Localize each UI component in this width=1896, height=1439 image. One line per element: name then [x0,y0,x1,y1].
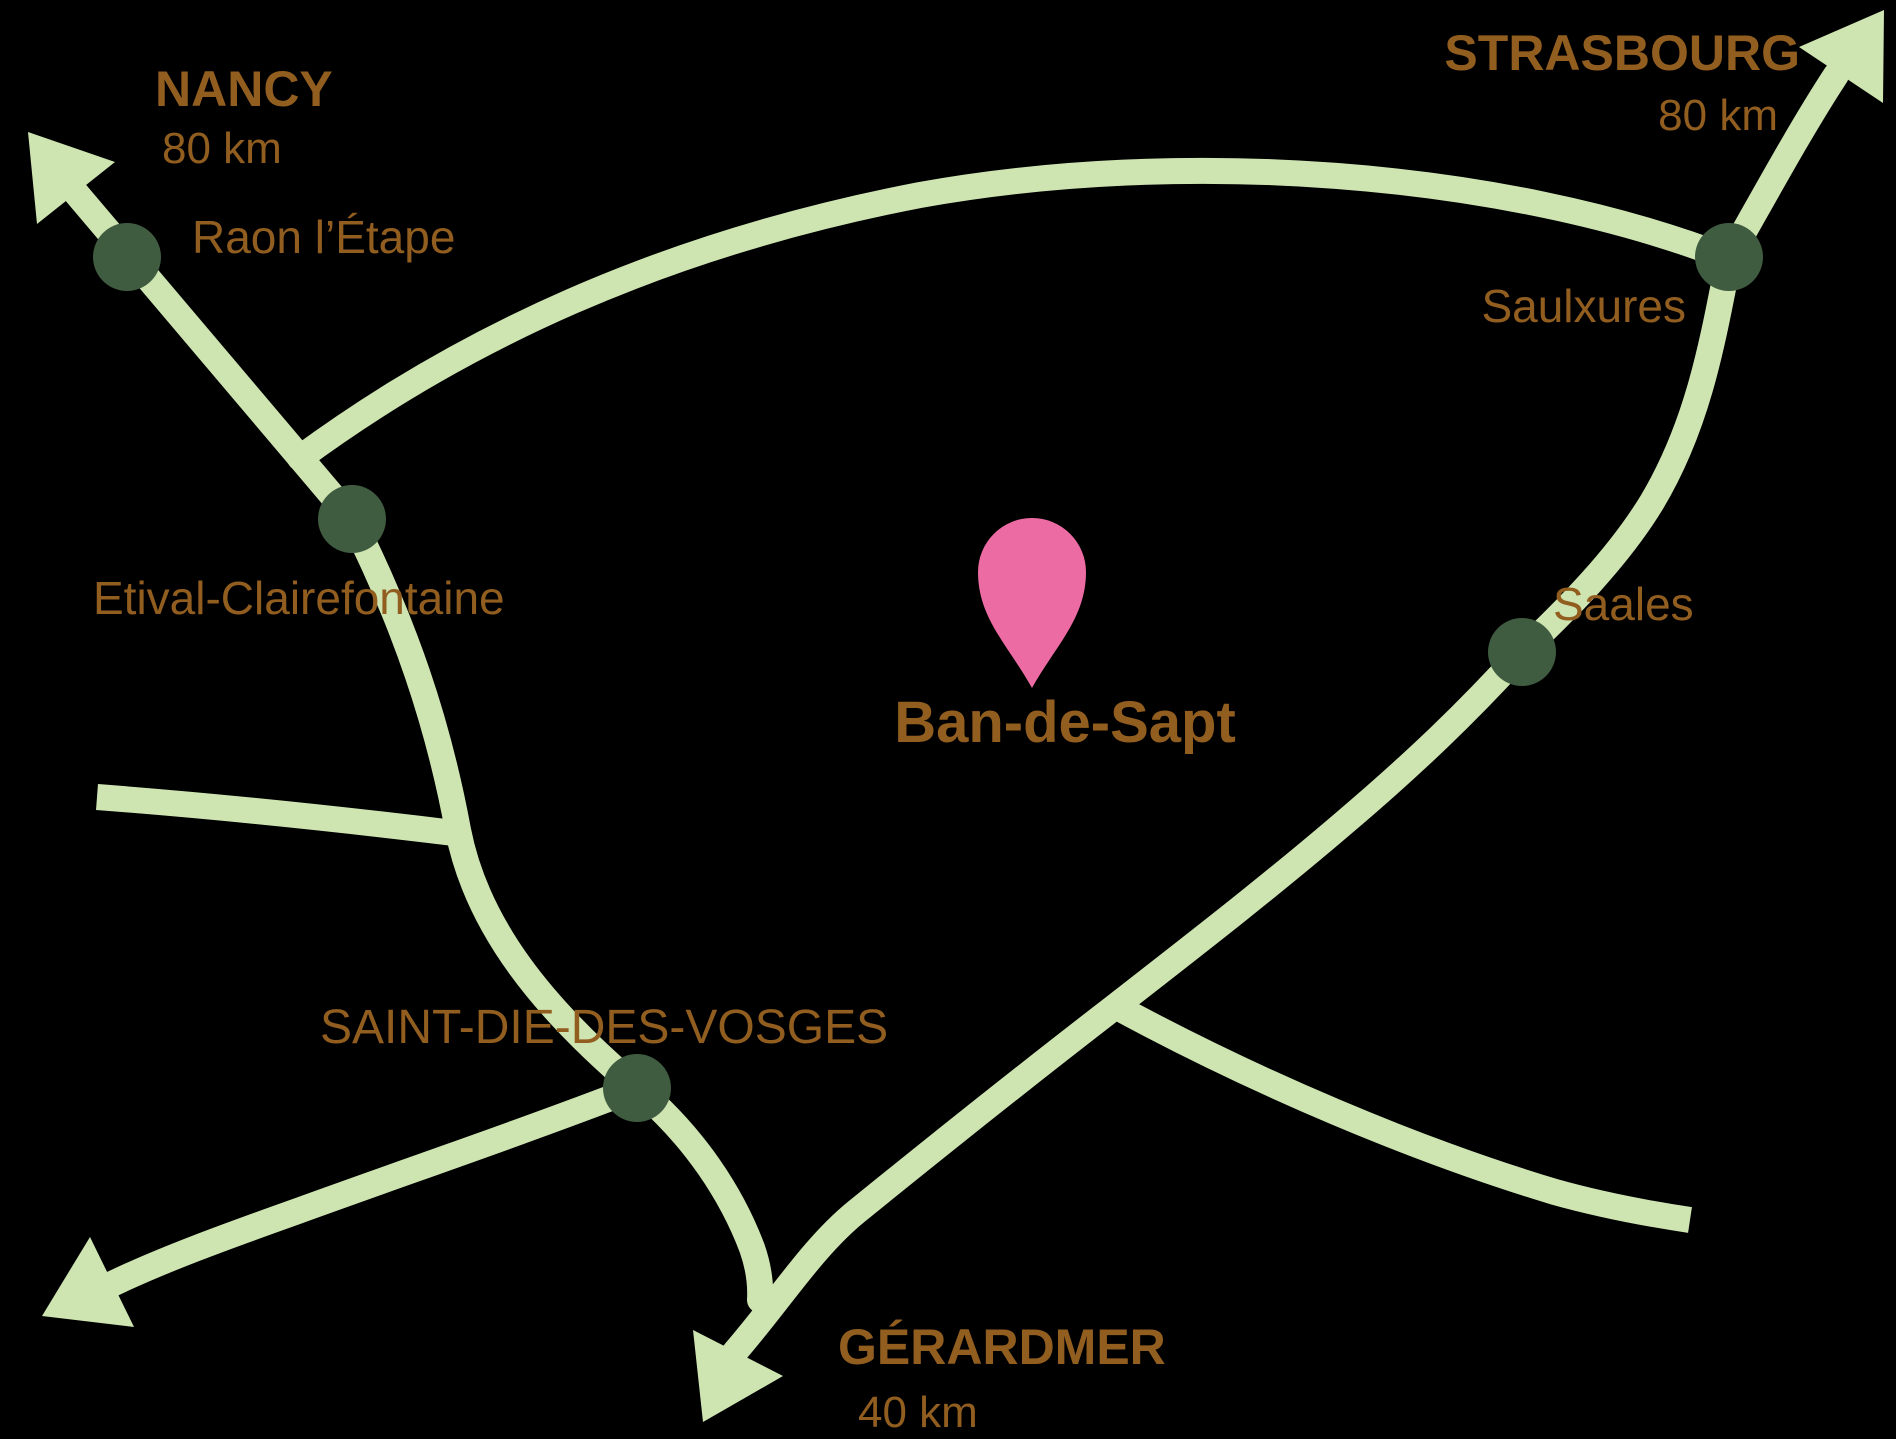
arrow-southwest-icon [42,1237,134,1327]
label-saint-die-des-vosges: SAINT-DIE-DES-VOSGES [320,1001,888,1054]
road-west-stub [96,784,464,847]
town-dot-saint-die [603,1054,671,1122]
label-gerardmer: GÉRARDMER [838,1319,1166,1375]
road-southwest [99,1075,650,1297]
label-strasbourg-distance: 80 km [1658,91,1778,140]
label-gerardmer-distance: 40 km [858,1388,978,1437]
town-dot-etival-clairefontaine [318,485,386,553]
label-ban-de-sapt: Ban-de-Sapt [894,690,1236,755]
arrow-nancy-icon [28,132,115,224]
town-dot-saales [1488,618,1556,686]
label-nancy: NANCY [155,61,333,117]
label-saales: Saales [1553,578,1694,630]
label-strasbourg: STRASBOURG [1444,25,1800,81]
location-pin-icon [978,518,1086,688]
label-nancy-distance: 80 km [162,124,282,173]
road-branch-southeast [1108,994,1692,1233]
label-saulxures: Saulxures [1481,280,1686,332]
arrow-strasbourg-icon [1799,10,1884,103]
town-dot-saulxures [1695,223,1763,291]
label-etival-clairefontaine: Etival-Clairefontaine [93,572,505,624]
town-dot-raon-l-etape [93,223,161,291]
road-nancy-saint-die [63,180,774,1313]
arrow-gerardmer-icon [693,1330,783,1422]
label-raon-l-etape: Raon l’Étape [192,211,455,263]
road-top-etival-saulxures [287,157,1741,471]
road-saulxures-saales-gerardmer [722,245,1742,1365]
